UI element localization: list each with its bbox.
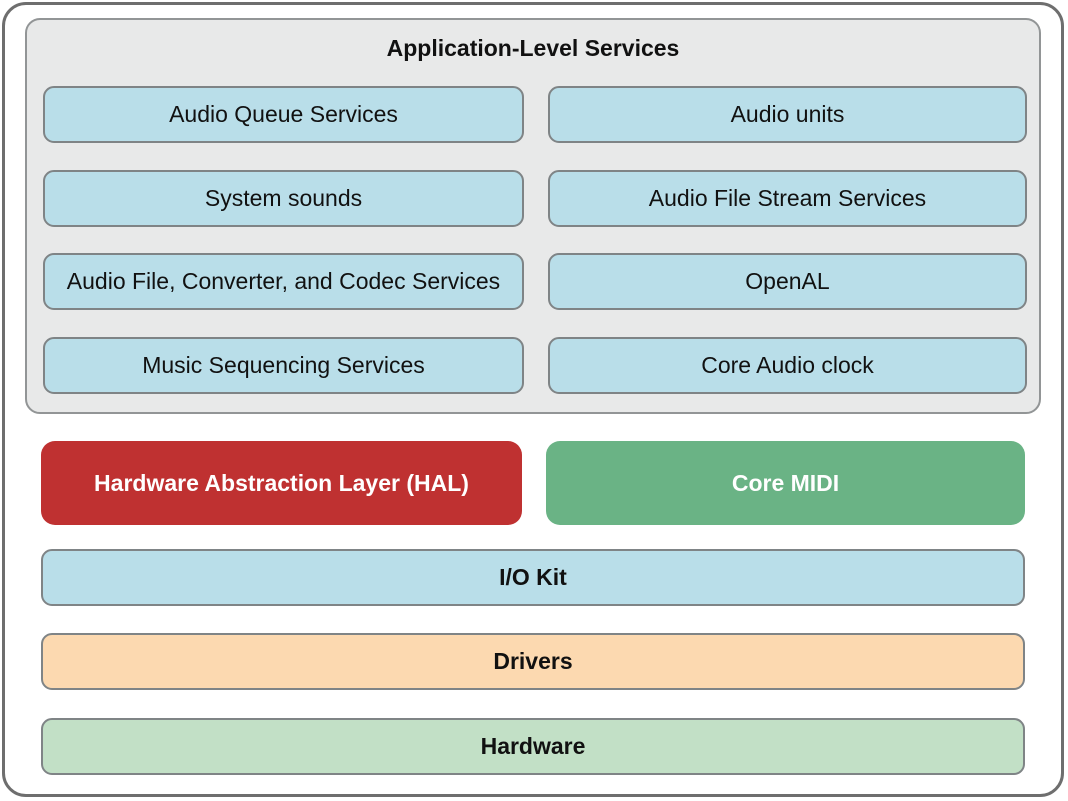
service-box-core-audio-clock: Core Audio clock: [548, 337, 1027, 394]
core-midi-box: Core MIDI: [546, 441, 1025, 525]
layer-hardware: Hardware: [41, 718, 1025, 775]
layer-drivers: Drivers: [41, 633, 1025, 690]
service-box-music-sequencing-services: Music Sequencing Services: [43, 337, 524, 394]
application-level-services-panel: Application-Level Services Audio Queue S…: [25, 18, 1041, 414]
service-box-audio-units: Audio units: [548, 86, 1027, 143]
service-box-system-sounds: System sounds: [43, 170, 524, 227]
service-box-openal: OpenAL: [548, 253, 1027, 310]
service-box-audio-file-stream-services: Audio File Stream Services: [548, 170, 1027, 227]
layer-io-kit: I/O Kit: [41, 549, 1025, 606]
panel-title: Application-Level Services: [386, 35, 680, 61]
service-box-audio-file-converter-codec-services: Audio File, Converter, and Codec Service…: [43, 253, 524, 310]
hardware-abstraction-layer-box: Hardware Abstraction Layer (HAL): [41, 441, 522, 525]
service-box-audio-queue-services: Audio Queue Services: [43, 86, 524, 143]
